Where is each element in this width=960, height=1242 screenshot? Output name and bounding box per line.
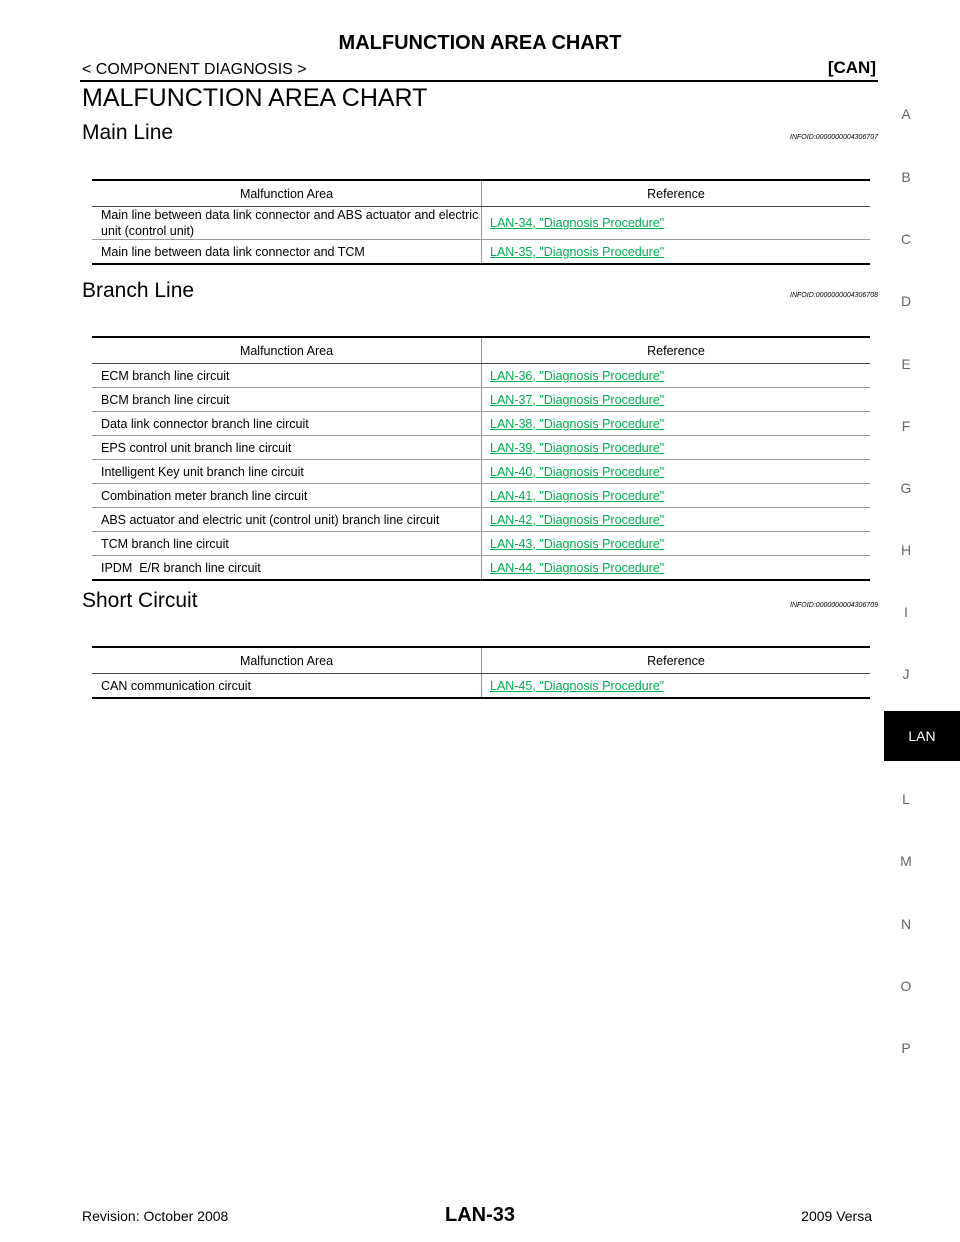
column-header-malfunction-area: Malfunction Area (92, 336, 482, 364)
index-tab-d[interactable]: D (900, 293, 912, 309)
branch-line-table: Malfunction Area Reference ECM branch li… (92, 336, 870, 581)
malfunction-area-cell: EPS control unit branch line circuit (92, 435, 482, 460)
infoid-branch-line: INFOID:0000000004306708 (790, 292, 878, 299)
index-tab-j[interactable]: J (902, 666, 910, 682)
header-system: [CAN] (827, 58, 876, 77)
main-line-table: Malfunction Area Reference Main line bet… (92, 179, 870, 265)
index-tab-h[interactable]: H (900, 542, 912, 558)
reference-link[interactable]: LAN-41, "Diagnosis Procedure" (490, 488, 665, 503)
column-header-malfunction-area: Malfunction Area (92, 646, 482, 674)
malfunction-area-cell: IPDM E/R branch line circuit (92, 555, 482, 581)
index-tab-a[interactable]: A (901, 106, 911, 122)
malfunction-area-cell: Main line between data link connector an… (92, 239, 482, 265)
index-tab-l[interactable]: L (902, 791, 910, 807)
reference-link[interactable]: LAN-37, "Diagnosis Procedure" (490, 392, 665, 407)
table-row: EPS control unit branch line circuit LAN-… (92, 435, 870, 460)
table-row: ECM branch line circuit LAN-36, "Diagnosi… (92, 363, 870, 388)
table-row: TCM branch line circuit LAN-43, "Diagnosi… (92, 531, 870, 556)
infoid-main-line: INFOID:0000000004306707 (790, 134, 878, 141)
column-header-reference: Reference (481, 179, 870, 207)
index-tab-m[interactable]: M (900, 853, 912, 869)
index-tab-g[interactable]: G (900, 480, 912, 496)
section-title-main-line: Main Line (82, 121, 174, 144)
malfunction-area-cell: TCM branch line circuit (92, 531, 482, 556)
reference-link[interactable]: LAN-35, "Diagnosis Procedure" (490, 244, 665, 259)
malfunction-area-cell: Data link connector branch line circuit (92, 411, 482, 436)
header-section: < COMPONENT DIAGNOSIS > (82, 61, 307, 78)
column-header-reference: Reference (481, 646, 870, 674)
index-tab-lan-active[interactable]: LAN (884, 711, 960, 761)
reference-link[interactable]: LAN-40, "Diagnosis Procedure" (490, 464, 665, 479)
malfunction-area-cell: Combination meter branch line circuit (92, 483, 482, 508)
table-row: IPDM E/R branch line circuit LAN-44, "Dia… (92, 555, 870, 581)
index-tab-f[interactable]: F (901, 418, 911, 434)
header-title: MALFUNCTION AREA CHART (338, 32, 622, 54)
reference-link[interactable]: LAN-36, "Diagnosis Procedure" (490, 368, 665, 383)
index-tab-i[interactable]: I (904, 604, 908, 620)
table-row: Data link connector branch line circuit L… (92, 411, 870, 436)
section-title-short-circuit: Short Circuit (82, 589, 198, 612)
index-tab-c[interactable]: C (900, 231, 912, 247)
index-tab-p[interactable]: P (901, 1040, 911, 1056)
index-tab-e[interactable]: E (901, 356, 911, 372)
column-header-malfunction-area: Malfunction Area (92, 179, 482, 207)
infoid-short-circuit: INFOID:0000000004306709 (790, 602, 878, 609)
reference-link[interactable]: LAN-38, "Diagnosis Procedure" (490, 416, 665, 431)
reference-link[interactable]: LAN-44, "Diagnosis Procedure" (490, 560, 665, 575)
header-rule (80, 80, 878, 82)
table-row: BCM branch line circuit LAN-37, "Diagnosi… (92, 387, 870, 412)
reference-link[interactable]: LAN-43, "Diagnosis Procedure" (490, 536, 665, 551)
malfunction-area-cell: ECM branch line circuit (92, 363, 482, 388)
malfunction-area-cell: CAN communication circuit (92, 673, 482, 699)
table-row: Main line between data link connector an… (92, 206, 870, 240)
malfunction-area-cell: Intelligent Key unit branch line circuit (92, 459, 482, 484)
footer-revision: Revision: October 2008 (82, 1208, 229, 1224)
footer-model: 2009 Versa (801, 1208, 872, 1224)
table-row: CAN communication circuit LAN-45, "Diagno… (92, 673, 870, 699)
table-row: Main line between data link connector an… (92, 239, 870, 265)
footer-page-number: LAN-33 (444, 1204, 515, 1226)
column-header-reference: Reference (481, 336, 870, 364)
table-row: Combination meter branch line circuit LAN… (92, 483, 870, 508)
reference-link[interactable]: LAN-45, "Diagnosis Procedure" (490, 678, 665, 693)
table-row: ABS actuator and electric unit (control … (92, 507, 870, 532)
malfunction-area-cell: Main line between data link connector an… (92, 206, 482, 240)
index-tab-b[interactable]: B (901, 169, 911, 185)
malfunction-area-cell: BCM branch line circuit (92, 387, 482, 412)
reference-link[interactable]: LAN-42, "Diagnosis Procedure" (490, 512, 665, 527)
index-tab-n[interactable]: N (900, 916, 912, 932)
reference-link[interactable]: LAN-39, "Diagnosis Procedure" (490, 440, 665, 455)
page-title: MALFUNCTION AREA CHART (82, 84, 428, 112)
reference-link[interactable]: LAN-34, "Diagnosis Procedure" (490, 216, 665, 230)
index-tab-o[interactable]: O (900, 978, 912, 994)
table-row: Intelligent Key unit branch line circuit… (92, 459, 870, 484)
section-title-branch-line: Branch Line (82, 279, 195, 302)
malfunction-area-cell: ABS actuator and electric unit (control … (92, 507, 482, 532)
short-circuit-table: Malfunction Area Reference CAN communica… (92, 646, 870, 699)
